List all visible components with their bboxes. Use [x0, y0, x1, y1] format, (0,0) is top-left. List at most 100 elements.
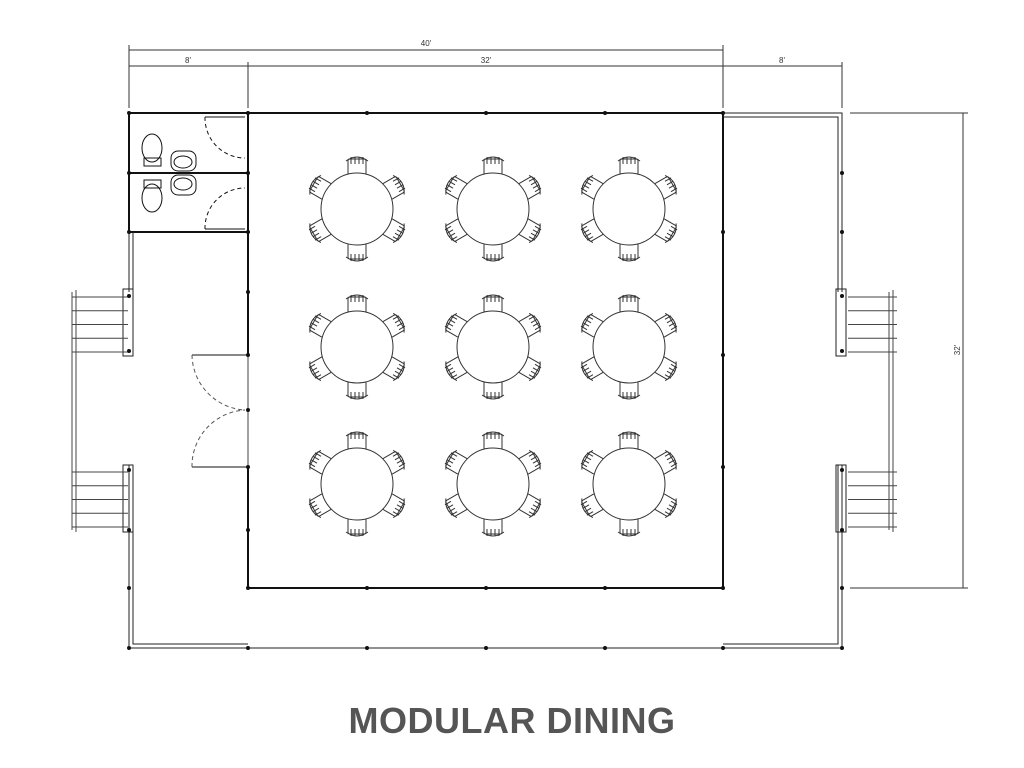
chair-icon [617, 431, 641, 451]
toilet-icon [141, 179, 163, 213]
table-top [320, 172, 394, 246]
stair-set [72, 471, 128, 528]
chair-icon [481, 380, 505, 400]
post-marker [246, 171, 250, 175]
table-top [456, 172, 530, 246]
post-marker [246, 528, 250, 532]
dimension-tent-depth: 32' [953, 344, 962, 355]
dimension-tent-width: 32' [481, 56, 492, 65]
plan-title: MODULAR DINING [348, 700, 676, 741]
post-marker [603, 111, 607, 115]
table-top [592, 310, 666, 384]
post-marker [840, 230, 844, 234]
post-marker [127, 586, 131, 590]
round-table [308, 431, 406, 537]
post-marker [127, 294, 131, 298]
post-marker [603, 646, 607, 650]
round-table [308, 294, 406, 400]
post-marker [246, 646, 250, 650]
table-top [592, 172, 666, 246]
post-marker [840, 586, 844, 590]
round-table [444, 294, 542, 400]
post-marker [127, 230, 131, 234]
table-top [320, 310, 394, 384]
chair-icon [345, 431, 369, 451]
post-marker [484, 586, 488, 590]
chair-icon [345, 242, 369, 262]
chair-icon [617, 156, 641, 176]
post-marker [721, 646, 725, 650]
round-table [308, 156, 406, 262]
chair-icon [345, 156, 369, 176]
table-top [456, 447, 530, 521]
round-table [580, 294, 678, 400]
post-marker [721, 586, 725, 590]
chair-icon [345, 517, 369, 537]
post-marker [721, 230, 725, 234]
post-marker [246, 290, 250, 294]
chair-icon [444, 356, 468, 381]
post-marker [127, 171, 131, 175]
post-marker [721, 353, 725, 357]
post-marker [840, 349, 844, 353]
support-posts [127, 111, 844, 650]
post-marker [127, 468, 131, 472]
dining-tables [308, 156, 678, 537]
post-marker [721, 465, 725, 469]
table-top [320, 447, 394, 521]
post-marker [246, 586, 250, 590]
post-marker [127, 646, 131, 650]
post-marker [840, 468, 844, 472]
stairs [71, 290, 897, 532]
stair-set [72, 296, 128, 353]
post-marker [721, 111, 725, 115]
chair-icon [481, 156, 505, 176]
sink-icon [170, 150, 197, 172]
post-marker [484, 646, 488, 650]
post-marker [127, 111, 131, 115]
post-marker [365, 111, 369, 115]
dimension-right-deck: 8' [779, 56, 785, 65]
chair-icon [345, 294, 369, 314]
stair-set [848, 471, 897, 528]
post-marker [365, 586, 369, 590]
post-marker [246, 408, 250, 412]
toilet-icon [141, 133, 163, 167]
chair-icon [617, 294, 641, 314]
chair-icon [617, 517, 641, 537]
post-marker [840, 528, 844, 532]
post-marker [840, 171, 844, 175]
dimension-overall-width: 40' [421, 39, 432, 48]
entry-doors [191, 354, 248, 468]
round-table [580, 431, 678, 537]
dimension-left-deck: 8' [185, 56, 191, 65]
chair-icon [308, 313, 332, 338]
post-marker [365, 646, 369, 650]
stair-set [848, 296, 897, 353]
post-marker [840, 294, 844, 298]
round-table [444, 156, 542, 262]
post-marker [246, 230, 250, 234]
post-marker [484, 111, 488, 115]
round-table [444, 431, 542, 537]
chair-icon [481, 517, 505, 537]
post-marker [246, 353, 250, 357]
restroom-module [128, 112, 249, 233]
post-marker [840, 646, 844, 650]
table-top [456, 310, 530, 384]
chair-icon [345, 380, 369, 400]
dimension-lines [128, 45, 968, 589]
chair-icon [481, 431, 505, 451]
chair-icon [617, 380, 641, 400]
round-table [580, 156, 678, 262]
post-marker [246, 111, 250, 115]
chair-icon [481, 242, 505, 262]
post-marker [603, 586, 607, 590]
chair-icon [481, 294, 505, 314]
post-marker [127, 349, 131, 353]
chair-icon [617, 242, 641, 262]
post-marker [246, 465, 250, 469]
table-top [592, 447, 666, 521]
sink-icon [170, 174, 197, 196]
